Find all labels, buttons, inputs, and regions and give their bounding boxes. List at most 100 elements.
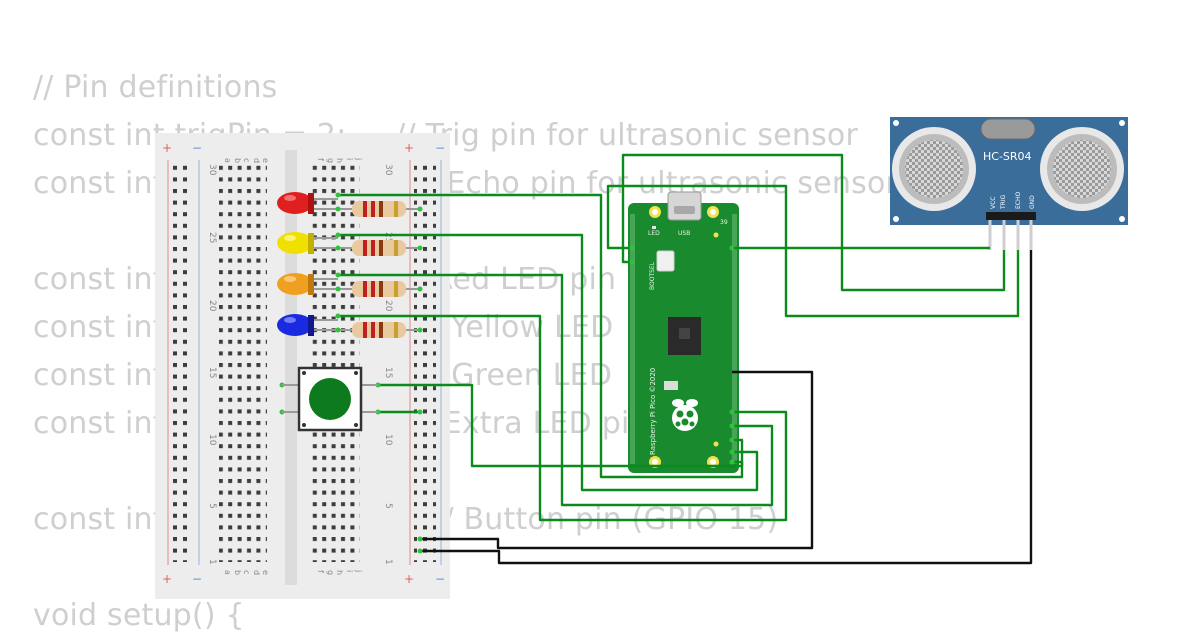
col-letter: h — [335, 570, 344, 575]
led-yellow[interactable] — [277, 232, 338, 254]
row-number: 5 — [383, 503, 393, 509]
col-letter: d — [252, 158, 261, 163]
led-body — [277, 232, 313, 254]
onboard-led — [652, 226, 656, 229]
led-red[interactable] — [277, 192, 338, 214]
right-rail-holes — [414, 162, 436, 562]
col-letter: f — [316, 158, 325, 161]
led-orange[interactable] — [277, 273, 338, 295]
col-letter: c — [242, 570, 251, 574]
mounting-hole-center — [710, 459, 716, 465]
rail-plus-top-left: + — [162, 141, 172, 155]
row-number: 25 — [207, 232, 217, 243]
resistor-band — [371, 240, 375, 256]
column-letters-bottom: a b c d e f g h i j — [223, 569, 363, 575]
code-line-12: void setup() { — [33, 598, 245, 633]
row-number: 10 — [383, 434, 393, 446]
resistor-3[interactable] — [338, 281, 420, 297]
button-corner — [354, 423, 358, 427]
col-letter: d — [252, 570, 261, 575]
pin-label-gnd: GND — [1029, 195, 1036, 209]
sensor-hole — [893, 216, 899, 222]
rail-minus-bottom-right: − — [435, 572, 445, 586]
row-number: 25 — [383, 232, 393, 243]
flash-chip — [664, 381, 678, 390]
resistor-band — [394, 322, 398, 338]
button-corner — [302, 423, 306, 427]
hc-sr04-sensor: HC-SR04 VCC TRIG ECHO GND — [890, 117, 1128, 250]
wire-led-red[interactable] — [338, 193, 744, 479]
wire-led-yellow[interactable] — [338, 233, 759, 492]
rail-minus-top-right: − — [435, 141, 445, 155]
left-terminal-holes — [219, 162, 267, 562]
col-letter: j — [354, 569, 363, 572]
resistor-band — [363, 201, 367, 217]
wire-trig[interactable] — [621, 153, 1006, 292]
pin-label: 39 — [720, 219, 728, 226]
bootsel-label: BOOTSEL — [649, 261, 656, 290]
sensor-hole — [893, 120, 899, 126]
right-terminal-holes — [312, 162, 360, 562]
button-corner — [354, 371, 358, 375]
led-highlight — [284, 276, 296, 282]
resistor-band — [371, 322, 375, 338]
test-point — [713, 441, 719, 447]
row-number: 30 — [383, 164, 393, 176]
bootsel-button[interactable] — [656, 250, 675, 272]
resistor-band — [371, 201, 375, 217]
led-highlight — [284, 235, 296, 241]
row-number: 20 — [207, 300, 217, 312]
rail-minus-top-left: − — [192, 141, 202, 155]
left-rail-holes — [170, 162, 192, 562]
chip-mark — [679, 328, 690, 339]
wire-led-orange[interactable] — [338, 273, 774, 507]
resistor-band — [394, 240, 398, 256]
code-line-1: // Pin definitions — [33, 70, 278, 105]
resistor-band — [363, 322, 367, 338]
resistor-band — [363, 281, 367, 297]
sensor-hole — [1119, 216, 1125, 222]
push-button[interactable] — [282, 366, 378, 432]
led-highlight — [284, 317, 296, 323]
center-channel — [285, 150, 297, 585]
sensor-model-label: HC-SR04 — [983, 150, 1032, 163]
raspberry-logo-icon — [672, 399, 698, 431]
mounting-hole-center — [710, 209, 716, 215]
resistor-2[interactable] — [338, 240, 420, 256]
col-letter: g — [326, 158, 335, 163]
col-letter: i — [345, 158, 354, 160]
led-body — [277, 314, 313, 336]
sensor-header — [986, 212, 1036, 220]
col-letter: c — [242, 158, 251, 162]
led-blue[interactable] — [277, 314, 338, 336]
col-letter: g — [326, 570, 335, 575]
mounting-hole-center — [652, 459, 658, 465]
led-highlight — [284, 195, 296, 201]
rail-plus-bottom-right: + — [404, 572, 414, 586]
wire-gnd-pico[interactable] — [420, 370, 814, 550]
row-number: 30 — [207, 164, 217, 176]
row-number: 15 — [383, 367, 393, 378]
col-letter: f — [316, 570, 325, 573]
resistors — [338, 201, 420, 338]
usb-port — [674, 206, 695, 214]
col-letter: e — [261, 158, 270, 163]
rail-plus-top-right: + — [404, 141, 414, 155]
wire-button[interactable] — [378, 383, 744, 468]
col-letter: b — [233, 158, 242, 163]
resistor-band — [394, 281, 398, 297]
led-label: LED — [648, 230, 660, 237]
col-letter: e — [261, 570, 270, 575]
pin-label-trig: TRIG — [1000, 194, 1007, 210]
sensor-hole — [1119, 120, 1125, 126]
wire-led-blue[interactable] — [338, 314, 788, 522]
col-letter: a — [223, 570, 232, 575]
row-number: 20 — [383, 300, 393, 312]
resistor-band — [379, 240, 383, 256]
wire-gnd-sensor[interactable] — [420, 250, 1033, 565]
column-letters-top: a b c d e f g h i j — [223, 157, 363, 163]
resistor-4[interactable] — [338, 322, 420, 338]
wire-echo[interactable] — [606, 184, 1020, 318]
resistor-1[interactable] — [338, 201, 420, 217]
button-corner — [302, 371, 306, 375]
